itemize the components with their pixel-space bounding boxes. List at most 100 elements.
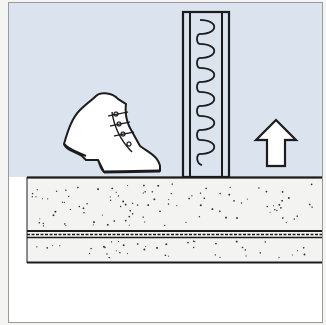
speckle xyxy=(199,204,202,207)
speckle xyxy=(109,199,112,202)
speckle xyxy=(211,208,214,211)
speckle xyxy=(55,190,58,192)
speckle xyxy=(109,196,111,198)
speckle xyxy=(86,203,88,205)
speckle xyxy=(127,185,129,187)
speckle xyxy=(219,210,221,213)
speckle xyxy=(126,253,128,255)
speckle xyxy=(36,246,38,248)
speckle xyxy=(82,207,85,210)
speckle xyxy=(142,184,145,187)
speckle xyxy=(122,244,125,247)
speckle xyxy=(296,250,299,252)
speckle xyxy=(65,189,67,192)
boot-icon xyxy=(63,92,161,174)
speckle xyxy=(136,204,139,206)
speckle xyxy=(69,208,71,211)
speckle xyxy=(281,217,284,219)
speckle xyxy=(36,189,38,191)
speckle xyxy=(54,210,57,213)
speckle xyxy=(303,253,306,256)
speckle xyxy=(132,202,134,204)
speckle xyxy=(214,254,216,256)
speckle xyxy=(113,220,116,222)
speckle xyxy=(185,221,187,224)
speckle xyxy=(265,190,268,193)
speckle xyxy=(241,246,244,249)
speckle xyxy=(244,249,247,251)
speckle xyxy=(142,216,144,218)
speckle xyxy=(276,209,278,212)
speckle xyxy=(59,245,61,247)
speckle xyxy=(102,245,105,248)
speckle xyxy=(93,221,95,224)
floor-slab xyxy=(26,176,322,264)
speckle xyxy=(191,195,193,197)
speckle xyxy=(281,190,284,193)
speckle xyxy=(240,202,243,204)
speckle xyxy=(31,196,33,198)
speckle xyxy=(63,201,65,203)
speckle xyxy=(68,195,70,198)
speckle xyxy=(46,247,49,249)
speckle xyxy=(302,246,305,249)
speckle xyxy=(274,208,276,211)
speckle xyxy=(203,197,206,200)
speckle xyxy=(110,241,113,243)
speckle xyxy=(287,197,290,199)
speckle xyxy=(35,196,37,198)
speckle xyxy=(233,200,235,202)
speckle xyxy=(90,247,92,250)
speckle xyxy=(187,241,189,244)
aggregate-speckles xyxy=(31,183,313,259)
speckle xyxy=(92,224,94,226)
speckle xyxy=(77,186,79,189)
speckle xyxy=(108,256,110,259)
speckle xyxy=(101,214,103,216)
speckle xyxy=(199,192,202,194)
speckle xyxy=(78,205,81,208)
speckle xyxy=(280,207,282,209)
speckle xyxy=(31,192,34,195)
speckle xyxy=(97,188,99,191)
speckle xyxy=(291,254,294,256)
speckle xyxy=(115,191,117,193)
speckle xyxy=(264,241,267,243)
speckle xyxy=(38,222,41,224)
speckle xyxy=(153,198,156,201)
speckle xyxy=(42,222,44,225)
speckle xyxy=(136,243,139,245)
speckle xyxy=(236,217,238,219)
speckle xyxy=(311,206,313,208)
speckle xyxy=(266,205,268,208)
speckle xyxy=(151,191,154,193)
speckle xyxy=(142,192,144,194)
speckle xyxy=(198,216,201,218)
speckle xyxy=(117,196,119,198)
speckle xyxy=(131,213,134,215)
speckle xyxy=(272,205,274,207)
speckle xyxy=(164,224,166,227)
speckle xyxy=(65,224,67,227)
speckle xyxy=(176,205,178,207)
spring-insulation-icon xyxy=(196,19,216,166)
speckle xyxy=(159,210,161,213)
speckle xyxy=(119,251,121,254)
speckle xyxy=(296,215,298,217)
speckle xyxy=(128,224,130,226)
speckle xyxy=(168,255,170,257)
speckle xyxy=(215,242,217,245)
speckle xyxy=(219,256,221,258)
speckle xyxy=(269,211,271,213)
speckle xyxy=(143,248,146,251)
speckle xyxy=(278,203,281,206)
speckle xyxy=(147,204,150,207)
speckle xyxy=(164,254,167,257)
speckle xyxy=(165,243,168,246)
speckle xyxy=(118,194,120,196)
speckle xyxy=(111,187,114,190)
speckle xyxy=(124,203,127,206)
speckle xyxy=(171,183,173,185)
speckle xyxy=(156,246,158,249)
